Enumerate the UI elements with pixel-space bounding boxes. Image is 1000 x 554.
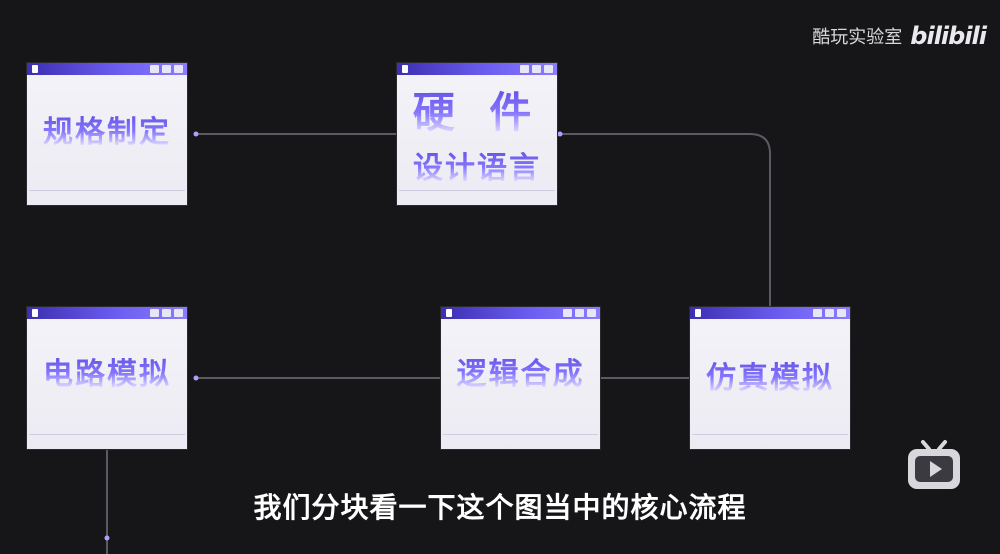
node-hdl: 硬 件 设计语言	[397, 63, 557, 205]
window-titlebar	[27, 63, 187, 75]
maximize-icon	[575, 309, 584, 317]
bilibili-logo: bilibili	[910, 22, 987, 50]
connector-node-dot	[104, 535, 110, 541]
connector-node-dot	[557, 131, 563, 137]
node-label-line1: 硬 件	[397, 79, 557, 140]
tv-play-icon[interactable]	[905, 438, 963, 492]
node-label: 规格制定	[27, 107, 187, 151]
connector-node-dot	[193, 131, 199, 137]
channel-name: 酷玩实验室	[812, 27, 903, 48]
close-icon	[544, 65, 553, 73]
maximize-icon	[162, 65, 171, 73]
close-icon	[587, 309, 596, 317]
minimize-icon	[150, 309, 159, 317]
connector-hdl-sim	[558, 133, 771, 307]
minimize-icon	[520, 65, 529, 73]
window-titlebar	[27, 307, 187, 319]
document-icon	[402, 65, 408, 73]
node-sim: 仿真模拟	[690, 307, 850, 449]
close-icon	[174, 309, 183, 317]
window-titlebar	[690, 307, 850, 319]
maximize-icon	[825, 309, 834, 317]
node-label-line2: 设计语言	[397, 143, 557, 187]
video-subtitle: 我们分块看一下这个图当中的核心流程	[253, 491, 747, 524]
document-icon	[32, 309, 38, 317]
node-label: 电路模拟	[27, 349, 187, 393]
minimize-icon	[563, 309, 572, 317]
window-divider	[692, 434, 848, 435]
window-divider	[443, 434, 598, 435]
window-divider	[399, 190, 555, 191]
node-circuit-sim: 电路模拟	[27, 307, 187, 449]
minimize-icon	[813, 309, 822, 317]
close-icon	[174, 65, 183, 73]
maximize-icon	[162, 309, 171, 317]
window-divider	[29, 434, 185, 435]
close-icon	[837, 309, 846, 317]
connector-node-dot	[193, 375, 199, 381]
node-label: 逻辑合成	[441, 349, 600, 393]
document-icon	[695, 309, 701, 317]
window-titlebar	[441, 307, 600, 319]
node-label: 仿真模拟	[690, 353, 850, 397]
window-divider	[29, 190, 185, 191]
document-icon	[446, 309, 452, 317]
node-logic-synth: 逻辑合成	[441, 307, 600, 449]
channel-watermark: 酷玩实验室 bilibili	[812, 22, 987, 50]
minimize-icon	[150, 65, 159, 73]
maximize-icon	[532, 65, 541, 73]
window-titlebar	[397, 63, 557, 75]
node-spec: 规格制定	[27, 63, 187, 205]
document-icon	[32, 65, 38, 73]
